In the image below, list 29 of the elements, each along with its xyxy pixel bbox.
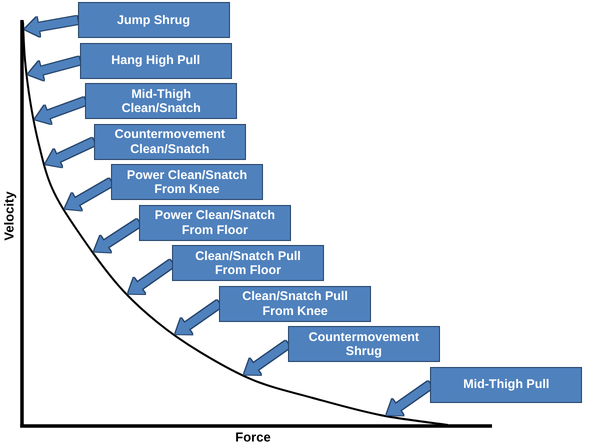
arrow <box>175 300 222 334</box>
y-axis-title: Velocity <box>2 191 16 241</box>
arrow <box>34 97 87 124</box>
callout-box <box>78 2 230 38</box>
exercise-label: Power Clean/Snatch From Floor <box>154 208 276 237</box>
exercise-label: Mid-Thigh Clean/Snatch <box>120 86 202 116</box>
callout-box <box>111 164 263 200</box>
arrow <box>24 16 78 37</box>
arrow <box>45 138 96 168</box>
callout-box <box>288 326 440 362</box>
exercise-label: Hang High Pull <box>111 53 200 68</box>
callout-box <box>80 42 232 78</box>
exercise-label: Clean/Snatch Pull From Floor <box>194 248 302 278</box>
arrow <box>64 178 113 210</box>
callout-box <box>138 204 291 240</box>
exercise-label: Jump Shrug <box>117 12 190 28</box>
arrow <box>128 260 174 294</box>
x-axis-title: Force <box>235 430 271 444</box>
exercise-label: Power Clean/Snatch From Knee <box>126 168 248 196</box>
exercise-label: Mid-Thigh Pull <box>463 377 550 392</box>
exercise-label: Clean/Snatch Pull From Knee <box>241 289 349 318</box>
arrow <box>28 56 81 80</box>
callout-box <box>172 245 324 281</box>
callout-box <box>85 83 238 119</box>
exercise-label: Countermovement Shrug <box>308 330 420 358</box>
exercise-label: Countermovement Clean/Snatch <box>114 127 226 156</box>
callout-box <box>94 124 246 160</box>
callout-box <box>219 286 372 322</box>
callout-box <box>430 366 582 402</box>
